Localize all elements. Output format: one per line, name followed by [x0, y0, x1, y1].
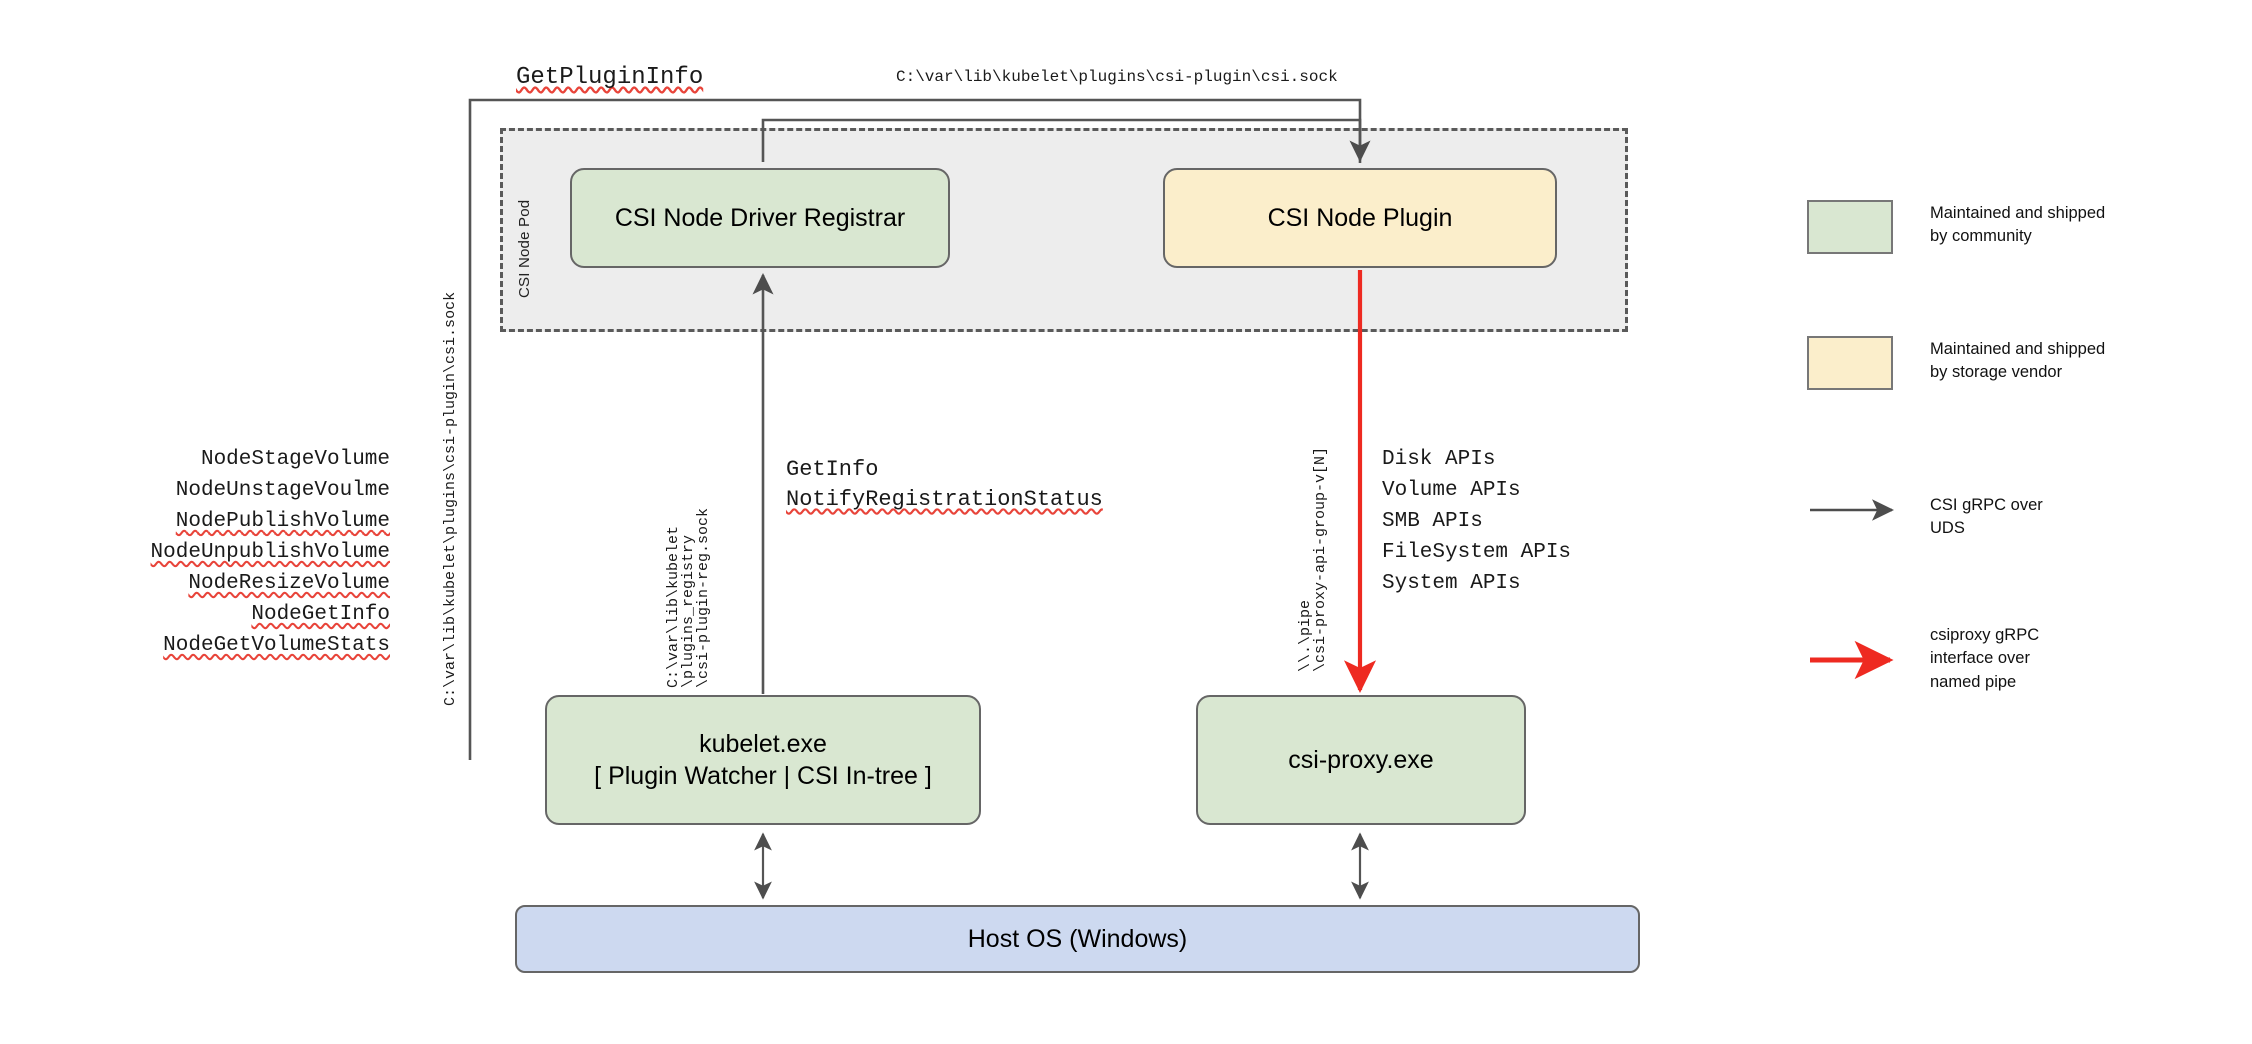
node-label: csi-proxy.exe [1288, 746, 1434, 774]
csi-proxy-api-item: FileSystem APIs [1382, 541, 1572, 565]
legend-green-line-2: by community [1930, 227, 2032, 246]
csi-proxy-api-item: SMB APIs [1382, 510, 1483, 534]
node-call-item: NodeUnpublishVolume [150, 541, 390, 565]
csi-proxy-api-item: System APIs [1382, 572, 1521, 596]
legend-green-swatch [1807, 200, 1893, 254]
legend-yellow-line-2: by storage vendor [1930, 363, 2063, 382]
registry-path-line-2: \plugins_registry [680, 534, 697, 688]
label-named-pipe-vertical: \\.\pipe \csi-proxy-api-group-v[N] [1297, 372, 1340, 672]
legend-gray-arrow-text: CSI gRPC over UDS [1930, 494, 2043, 541]
node-call-item: NodePublishVolume [175, 510, 390, 534]
csi-proxy-api-list: Disk APIs Volume APIs SMB APIs FileSyste… [1382, 444, 1682, 599]
node-label-secondary: [ Plugin Watcher | CSI In-tree ] [594, 762, 932, 790]
node-kubelet-exe[interactable]: kubelet.exe [ Plugin Watcher | CSI In-tr… [545, 695, 981, 825]
label-get-plugin-info: GetPluginInfo [516, 64, 704, 91]
node-call-item: NodeUnstageVoulme [175, 479, 390, 503]
node-csi-node-plugin[interactable]: CSI Node Plugin [1163, 168, 1557, 268]
node-call-item: NodeGetInfo [251, 603, 390, 627]
node-host-os[interactable]: Host OS (Windows) [515, 905, 1640, 973]
named-pipe-line-1: \\.\pipe [1297, 599, 1314, 672]
node-call-item: NodeStageVolume [200, 448, 390, 471]
named-pipe-line-2: \csi-proxy-api-group-v[N] [1312, 446, 1329, 672]
csi-node-pod-label: CSI Node Pod [516, 199, 533, 298]
legend-yellow-line-1: Maintained and shipped [1930, 340, 2106, 358]
node-csi-proxy-exe[interactable]: csi-proxy.exe [1196, 695, 1526, 825]
legend-green-text: Maintained and shipped by community [1930, 202, 2105, 249]
csi-proxy-api-item: Volume APIs [1382, 479, 1521, 503]
node-label: Host OS (Windows) [967, 925, 1188, 953]
legend-green-line-1: Maintained and shipped [1930, 204, 2106, 222]
legend-red-line-3: named pipe [1930, 672, 2017, 691]
legend-red-line-1: csiproxy gRPC [1930, 626, 2040, 644]
node-service-call-list: NodeStageVolume NodeUnstageVoulme NodePu… [100, 444, 390, 662]
legend-gray-line-2: UDS [1930, 519, 1965, 538]
node-label-primary: kubelet.exe [699, 730, 827, 758]
legend-gray-line-1: CSI gRPC over [1930, 496, 2043, 514]
registry-path-line-3: \csi-plugin-reg.sock [695, 507, 712, 688]
legend-red-arrow-text: csiproxy gRPC interface over named pipe [1930, 624, 2039, 694]
registry-path-line-1: C:\var\lib\kubelet [665, 525, 682, 688]
node-label: CSI Node Plugin [1267, 204, 1453, 232]
label-get-info: GetInfo [786, 457, 879, 482]
legend-yellow-text: Maintained and shipped by storage vendor [1930, 338, 2105, 385]
label-plugins-registry-sock-vertical: C:\var\lib\kubelet \plugins_registry \cs… [665, 458, 726, 688]
label-notify-registration-status: NotifyRegistrationStatus [786, 487, 1103, 512]
legend-yellow-swatch [1807, 336, 1893, 390]
node-csi-node-driver-registrar[interactable]: CSI Node Driver Registrar [570, 168, 950, 268]
node-label: CSI Node Driver Registrar [614, 204, 906, 232]
label-csi-sock-path-vertical: C:\var\lib\kubelet\plugins\csi-plugin\cs… [442, 291, 459, 706]
node-call-item: NodeGetVolumeStats [163, 634, 390, 658]
legend-red-line-2: interface over [1930, 649, 2030, 668]
csi-proxy-api-item: Disk APIs [1382, 448, 1496, 471]
label-csi-sock-path-top: C:\var\lib\kubelet\plugins\csi-plugin\cs… [896, 68, 1338, 86]
node-call-item: NodeResizeVolume [188, 572, 390, 596]
